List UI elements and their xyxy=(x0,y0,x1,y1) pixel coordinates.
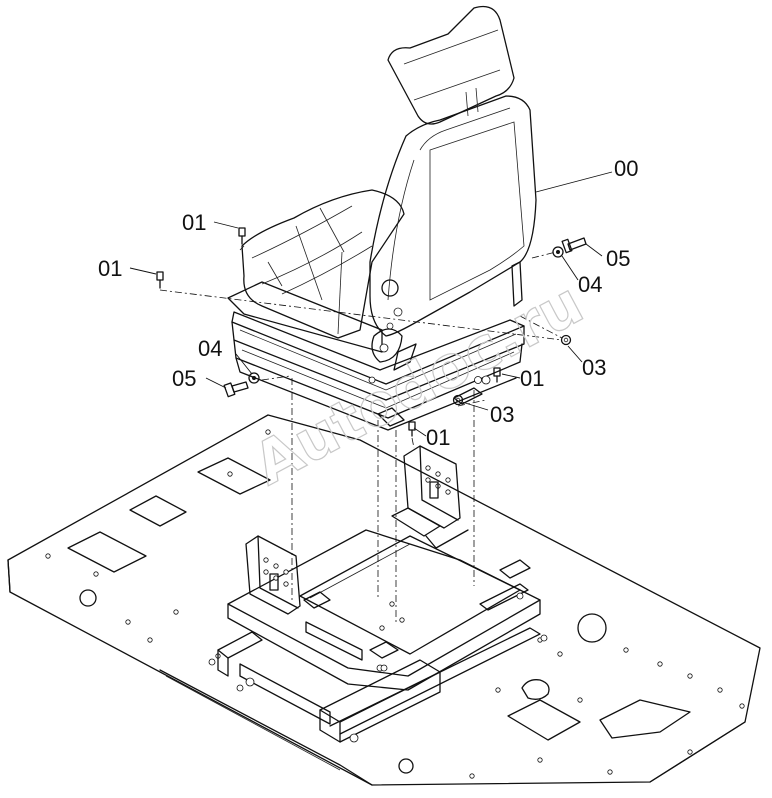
callout-01-right: 01 xyxy=(520,366,544,391)
callout-01-bottom: 01 xyxy=(426,425,450,450)
callout-01-left: 01 xyxy=(98,256,122,281)
callout-03-right: 03 xyxy=(582,355,606,380)
leader-lines xyxy=(129,171,613,437)
callout-04-left: 04 xyxy=(198,336,222,361)
screw-01d xyxy=(408,421,416,437)
nut-03b xyxy=(452,394,464,406)
bolt-05a xyxy=(561,237,587,254)
screw-01b xyxy=(156,271,164,289)
floor-plate xyxy=(7,414,761,786)
callout-05-right: 05 xyxy=(606,246,630,271)
callout-01-seat-top: 01 xyxy=(182,210,206,235)
seat-back xyxy=(369,95,537,371)
seat-cushion xyxy=(241,189,405,339)
callout-03-center: 03 xyxy=(490,402,514,427)
callout-labels: 00 01 01 01 01 03 03 04 04 05 05 xyxy=(98,156,638,450)
seat-base-frame xyxy=(227,445,548,691)
screw-01c xyxy=(493,367,501,383)
callout-04-right: 04 xyxy=(578,272,602,297)
nut-03a xyxy=(560,334,572,346)
callout-00: 00 xyxy=(614,156,638,181)
bolt-05b xyxy=(223,381,249,398)
washer-04b xyxy=(248,372,260,384)
seat-suspension xyxy=(227,281,525,431)
screw-01a xyxy=(238,227,246,245)
headrest xyxy=(387,5,515,125)
callout-05-left: 05 xyxy=(172,366,196,391)
assembly-centerlines xyxy=(159,245,563,622)
washer-04a xyxy=(552,246,564,258)
